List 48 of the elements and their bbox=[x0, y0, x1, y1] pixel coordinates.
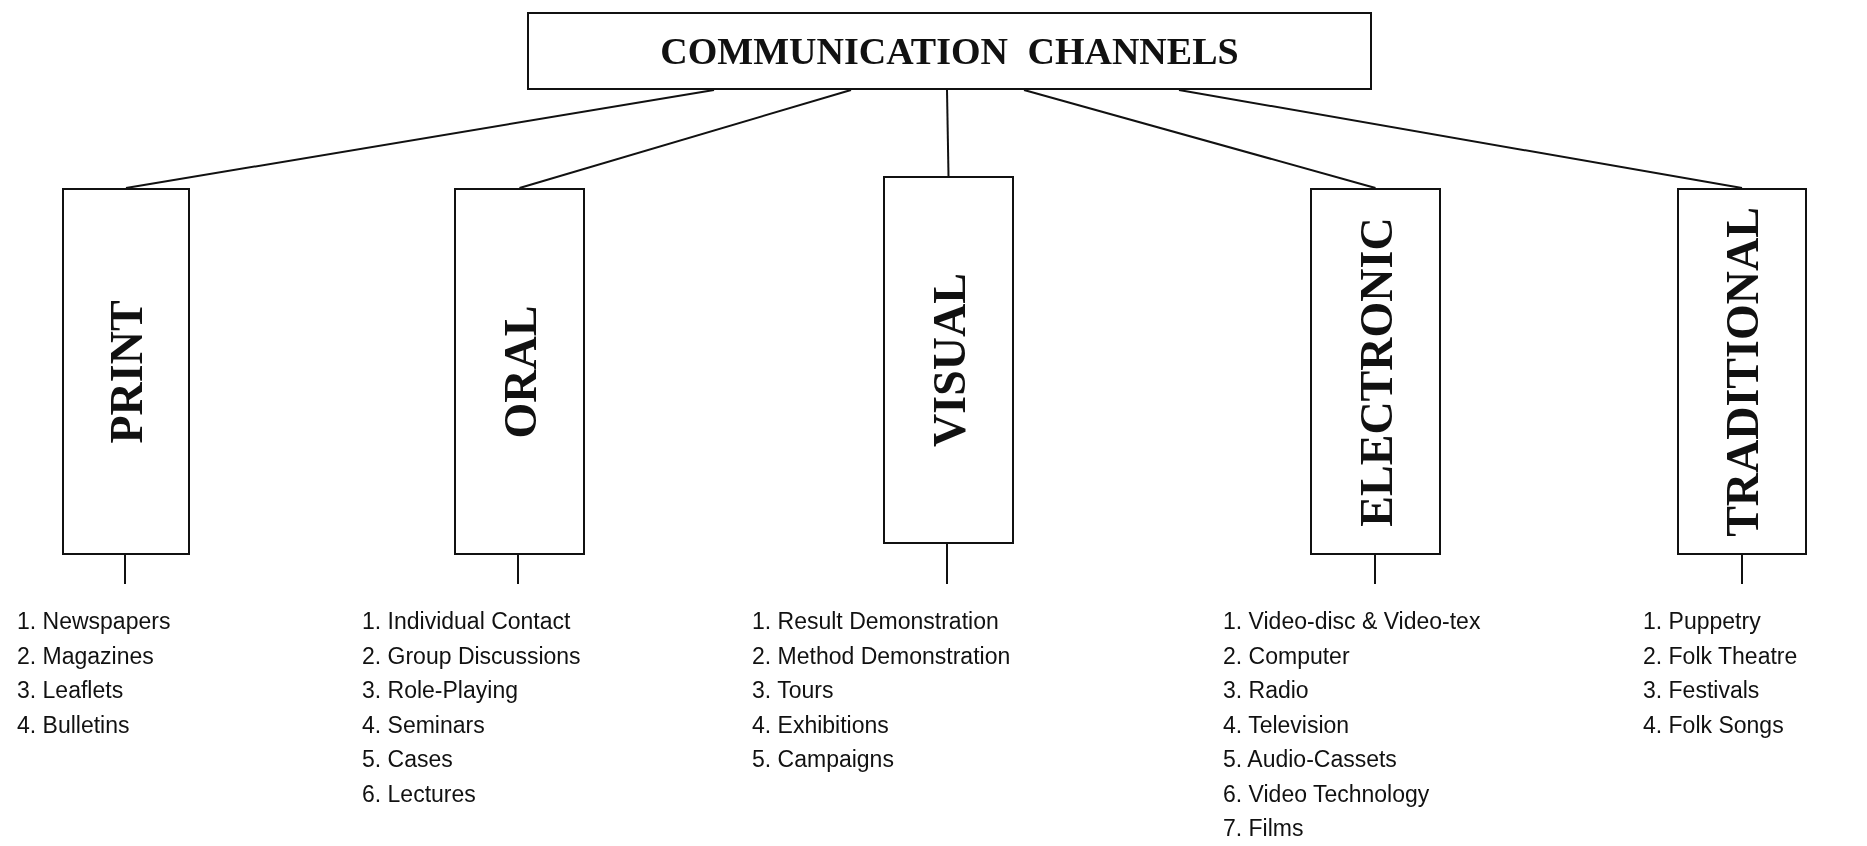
list-item: 1. Puppetry bbox=[1643, 607, 1762, 636]
title-box bbox=[527, 12, 1372, 90]
connector-line bbox=[125, 89, 715, 189]
connector-line bbox=[1741, 554, 1743, 585]
list-item: 1. Result Demonstration bbox=[752, 607, 1000, 636]
list-item: 4. Folk Songs bbox=[1643, 710, 1785, 740]
category-box bbox=[62, 188, 190, 555]
connector-line bbox=[1178, 89, 1743, 189]
connector-line bbox=[517, 554, 519, 585]
list-item: 1. Newspapers bbox=[17, 607, 172, 636]
list-item: 4. Seminars bbox=[362, 710, 486, 740]
list-item: 2. Magazines bbox=[17, 641, 155, 671]
list-item: 2. Method Demonstration bbox=[752, 641, 1012, 671]
list-item: 5. Audio-Cassets bbox=[1223, 745, 1398, 774]
connector-line bbox=[946, 89, 950, 177]
list-item: 4. Bulletins bbox=[17, 710, 131, 740]
category-box bbox=[454, 188, 585, 555]
list-item: 3. Leaflets bbox=[17, 676, 125, 705]
list-item: 6. Lectures bbox=[362, 779, 477, 809]
list-item: 2. Group Discussions bbox=[362, 641, 582, 671]
list-item: 1. Video-disc & Video-tex bbox=[1223, 607, 1482, 636]
list-item: 3. Role-Playing bbox=[362, 676, 519, 705]
list-item: 3. Festivals bbox=[1643, 676, 1761, 705]
list-item: 7. Films bbox=[1223, 814, 1305, 843]
connector-line bbox=[124, 554, 126, 585]
connector-line bbox=[1023, 89, 1377, 189]
category-label: TRADITIONAL bbox=[1715, 206, 1769, 537]
category-label: ORAL bbox=[493, 305, 546, 438]
category-label: VISUAL bbox=[922, 273, 975, 447]
connector-line bbox=[946, 543, 948, 585]
category-box bbox=[1677, 188, 1807, 555]
list-item: 5. Cases bbox=[362, 745, 454, 774]
list-item: 4. Television bbox=[1223, 710, 1351, 740]
list-item: 3. Radio bbox=[1223, 676, 1310, 705]
category-label: ELECTRONIC bbox=[1349, 216, 1402, 527]
category-box bbox=[1310, 188, 1441, 555]
category-box bbox=[883, 176, 1014, 544]
category-label: PRINT bbox=[99, 299, 153, 444]
list-item: 5. Campaigns bbox=[752, 745, 895, 774]
title-text: COMMUNICATION CHANNELS bbox=[660, 29, 1239, 73]
connector-line bbox=[518, 89, 852, 189]
list-item: 3. Tours bbox=[752, 676, 835, 705]
list-item: 2. Folk Theatre bbox=[1643, 641, 1799, 671]
connector-line bbox=[1374, 554, 1376, 585]
list-item: 6. Video Technology bbox=[1223, 779, 1431, 809]
list-item: 2. Computer bbox=[1223, 641, 1351, 671]
list-item: 1. Individual Contact bbox=[362, 607, 572, 636]
list-item: 4. Exhibitions bbox=[752, 710, 890, 740]
